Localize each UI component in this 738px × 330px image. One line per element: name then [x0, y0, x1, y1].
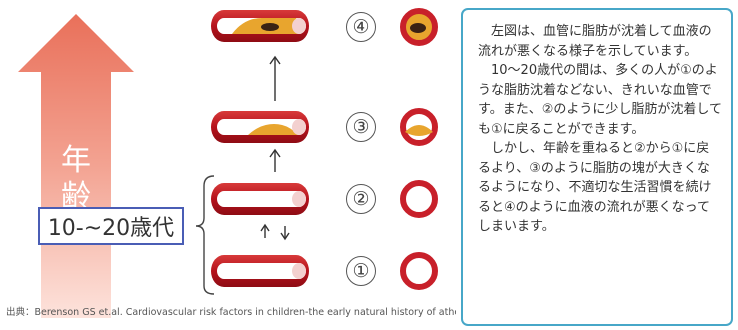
- stage-number-2: ②: [346, 184, 376, 214]
- age-range-box: 10-~20歳代: [38, 207, 184, 245]
- vessel-1: [211, 255, 309, 287]
- age-label-top: 年: [40, 146, 112, 176]
- vessel-4: [211, 10, 309, 42]
- stage-number-4: ④: [346, 12, 376, 42]
- stage-number-3: ③: [346, 112, 376, 142]
- explanation-panel: 左図は、血管に脂肪が沈着して血液の流れが悪くなる様子を示しています。 10～20…: [461, 8, 733, 326]
- panel-paragraph-1: 左図は、血管に脂肪が沈着して血液の流れが悪くなる様子を示しています。: [478, 22, 722, 61]
- source-citation: 出典：Berenson GS et.al. Cardiovascular ris…: [6, 306, 456, 330]
- age-bracket: [196, 176, 214, 294]
- stage-number-1: ①: [346, 256, 376, 286]
- panel-paragraph-2: 10～20歳代の間は、多くの人が①のような脂肪沈着などない、きれいな血管です。ま…: [478, 61, 722, 139]
- cross-section-2: [403, 183, 435, 215]
- vessel-2: [211, 183, 309, 215]
- panel-paragraph-3: しかし、年齢を重ねると②から①に戻るより、③のように脂肪の塊が大きくなるようにな…: [478, 139, 722, 237]
- cross-section-1: [403, 255, 435, 287]
- cross-section-3: [403, 111, 435, 143]
- cross-section-4: [403, 11, 435, 43]
- vessel-3: [211, 111, 309, 143]
